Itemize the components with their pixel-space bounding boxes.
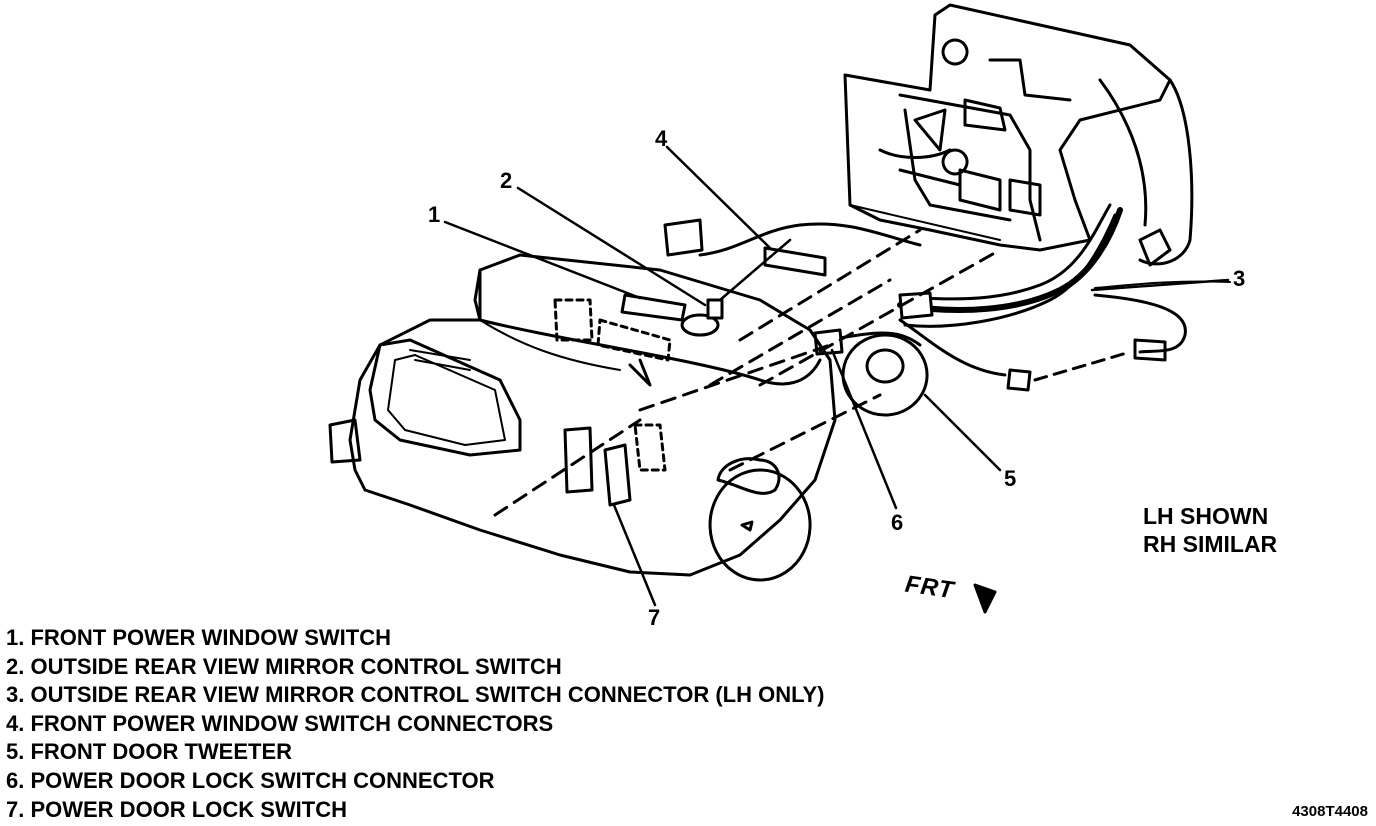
callout-6: 6 [891, 510, 904, 535]
rh-similar-note: RH SIMILAR [1143, 531, 1278, 557]
legend-item: 3. OUTSIDE REAR VIEW MIRROR CONTROL SWIT… [6, 682, 825, 708]
legend-item: 2. OUTSIDE REAR VIEW MIRROR CONTROL SWIT… [6, 653, 562, 679]
legend-item: 7. POWER DOOR LOCK SWITCH [6, 796, 347, 822]
wiring-harness [698, 203, 1231, 392]
connectors [663, 218, 934, 356]
lh-shown-note: LH SHOWN [1143, 503, 1269, 529]
assembly-lines [493, 228, 1002, 517]
legend-item: 1. FRONT POWER WINDOW SWITCH [6, 625, 391, 650]
door-inner-panel [843, 3, 1194, 267]
callout-4: 4 [655, 126, 668, 151]
callout-7: 7 [648, 605, 661, 630]
parts-legend: 1. FRONT POWER WINDOW SWITCH 2. OUTSIDE … [6, 624, 825, 824]
callout-5: 5 [1004, 466, 1017, 491]
legend-item: 6. POWER DOOR LOCK SWITCH CONNECTOR [6, 767, 495, 793]
front-direction-arrow-icon [973, 583, 997, 614]
callout-2: 2 [500, 168, 513, 193]
callout-1: 1 [428, 202, 441, 227]
figure-code: 4308T4408 [1292, 803, 1368, 820]
leader-lines [443, 145, 1230, 607]
legend-item: 5. FRONT DOOR TWEETER [6, 739, 292, 765]
callout-3: 3 [1233, 266, 1246, 291]
door-trim-armrest [328, 253, 837, 582]
legend-item: 4. FRONT POWER WINDOW SWITCH CONNECTORS [6, 710, 554, 736]
tweeter [841, 333, 929, 417]
